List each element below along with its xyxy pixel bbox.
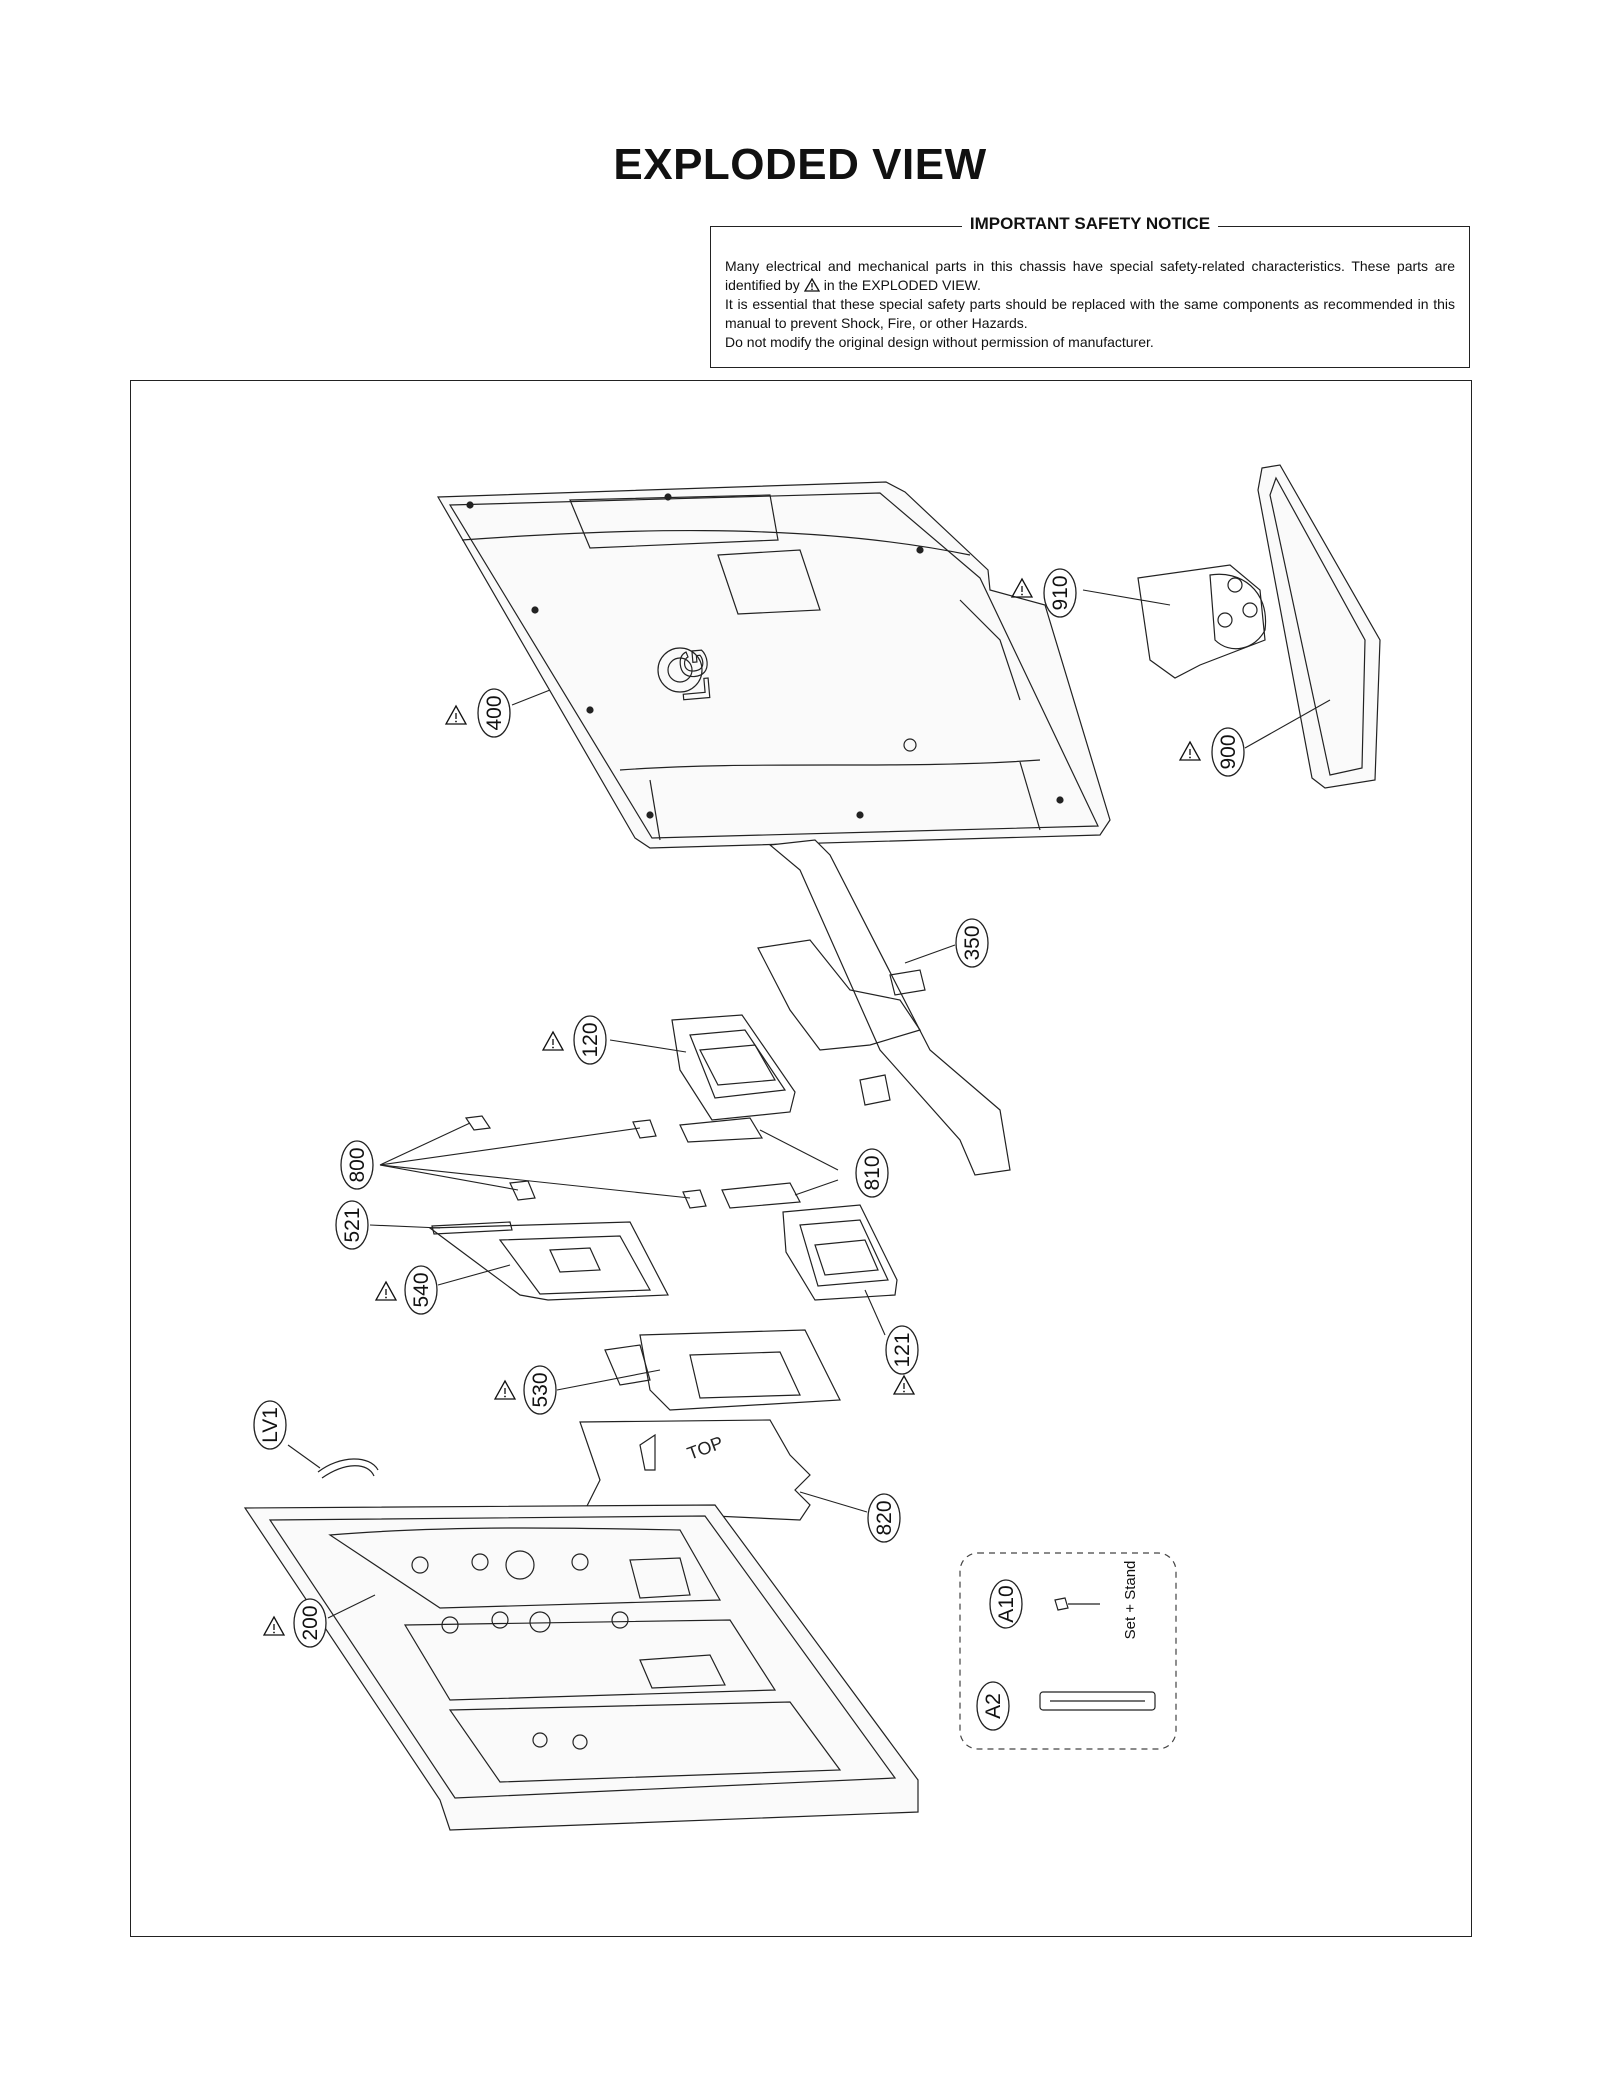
- warning-triangle-icon: [263, 1616, 285, 1636]
- warning-triangle-icon: [445, 705, 467, 725]
- label-400: 400: [483, 695, 506, 730]
- warning-triangle-icon: [1179, 741, 1201, 761]
- notice-line1-end: in the EXPLODED VIEW.: [823, 277, 981, 293]
- label-910: 910: [1049, 575, 1072, 610]
- warning-triangle-icon: [803, 278, 820, 292]
- label-a10: A10: [995, 1585, 1018, 1622]
- bracket-120: [671, 1014, 796, 1121]
- label-120: 120: [579, 1022, 602, 1057]
- notice-line2: It is essential that these special safet…: [725, 296, 1455, 331]
- power-supply-board: [604, 1329, 841, 1411]
- warning-triangle-icon: [542, 1031, 564, 1051]
- part-labels: 400 910 900 350 120 800 810 521 540 121 …: [259, 575, 1240, 1718]
- diagram-frame: [130, 380, 1472, 1937]
- label-200: 200: [299, 1605, 322, 1640]
- warning-triangle-icon: [494, 1380, 516, 1400]
- insulator-sheet: TOP: [579, 1419, 811, 1521]
- label-530: 530: [529, 1372, 552, 1407]
- label-ovals: [253, 568, 1245, 1731]
- small-brackets: [464, 1115, 801, 1209]
- back-cover-logo: LG: [673, 647, 719, 703]
- warning-triangle-icon: [893, 1375, 915, 1395]
- notice-line3: Do not modify the original design withou…: [725, 334, 1154, 350]
- remote-control-a2: [1039, 1691, 1156, 1711]
- leader-lines: [287, 589, 1331, 1619]
- safety-notice-box: IMPORTANT SAFETY NOTICE Many electrical …: [710, 214, 1470, 368]
- main-bracket: [757, 839, 1011, 1176]
- label-900: 900: [1217, 734, 1240, 769]
- bracket-121: [782, 1204, 898, 1301]
- warning-triangle-icon: [375, 1281, 397, 1301]
- label-121: 121: [891, 1332, 914, 1367]
- stand-body: [1137, 564, 1267, 679]
- label-820: 820: [873, 1500, 896, 1535]
- notice-line1: Many electrical and mechanical parts in …: [725, 258, 1455, 293]
- safety-notice-text: Many electrical and mechanical parts in …: [725, 257, 1455, 352]
- label-540: 540: [410, 1272, 433, 1307]
- display-module: [243, 1504, 919, 1831]
- label-800: 800: [346, 1147, 369, 1182]
- label-350: 350: [961, 925, 984, 960]
- warning-triangle-icon: [1011, 578, 1033, 598]
- back-cover: LG: [436, 481, 1111, 849]
- page-title: EXPLODED VIEW: [613, 140, 987, 189]
- label-810: 810: [861, 1155, 884, 1190]
- label-a2: A2: [982, 1693, 1005, 1719]
- screw-a10: [1054, 1597, 1069, 1611]
- accessory-box: Set + Stand: [959, 1552, 1177, 1750]
- label-lv1: LV1: [259, 1407, 282, 1443]
- lvds-cable: [317, 1458, 379, 1479]
- safety-notice-heading: IMPORTANT SAFETY NOTICE: [711, 214, 1469, 234]
- stand-base: [1257, 464, 1381, 789]
- label-521: 521: [341, 1207, 364, 1242]
- accessory-caption: Set + Stand: [1122, 1561, 1139, 1640]
- main-board: [428, 1221, 669, 1301]
